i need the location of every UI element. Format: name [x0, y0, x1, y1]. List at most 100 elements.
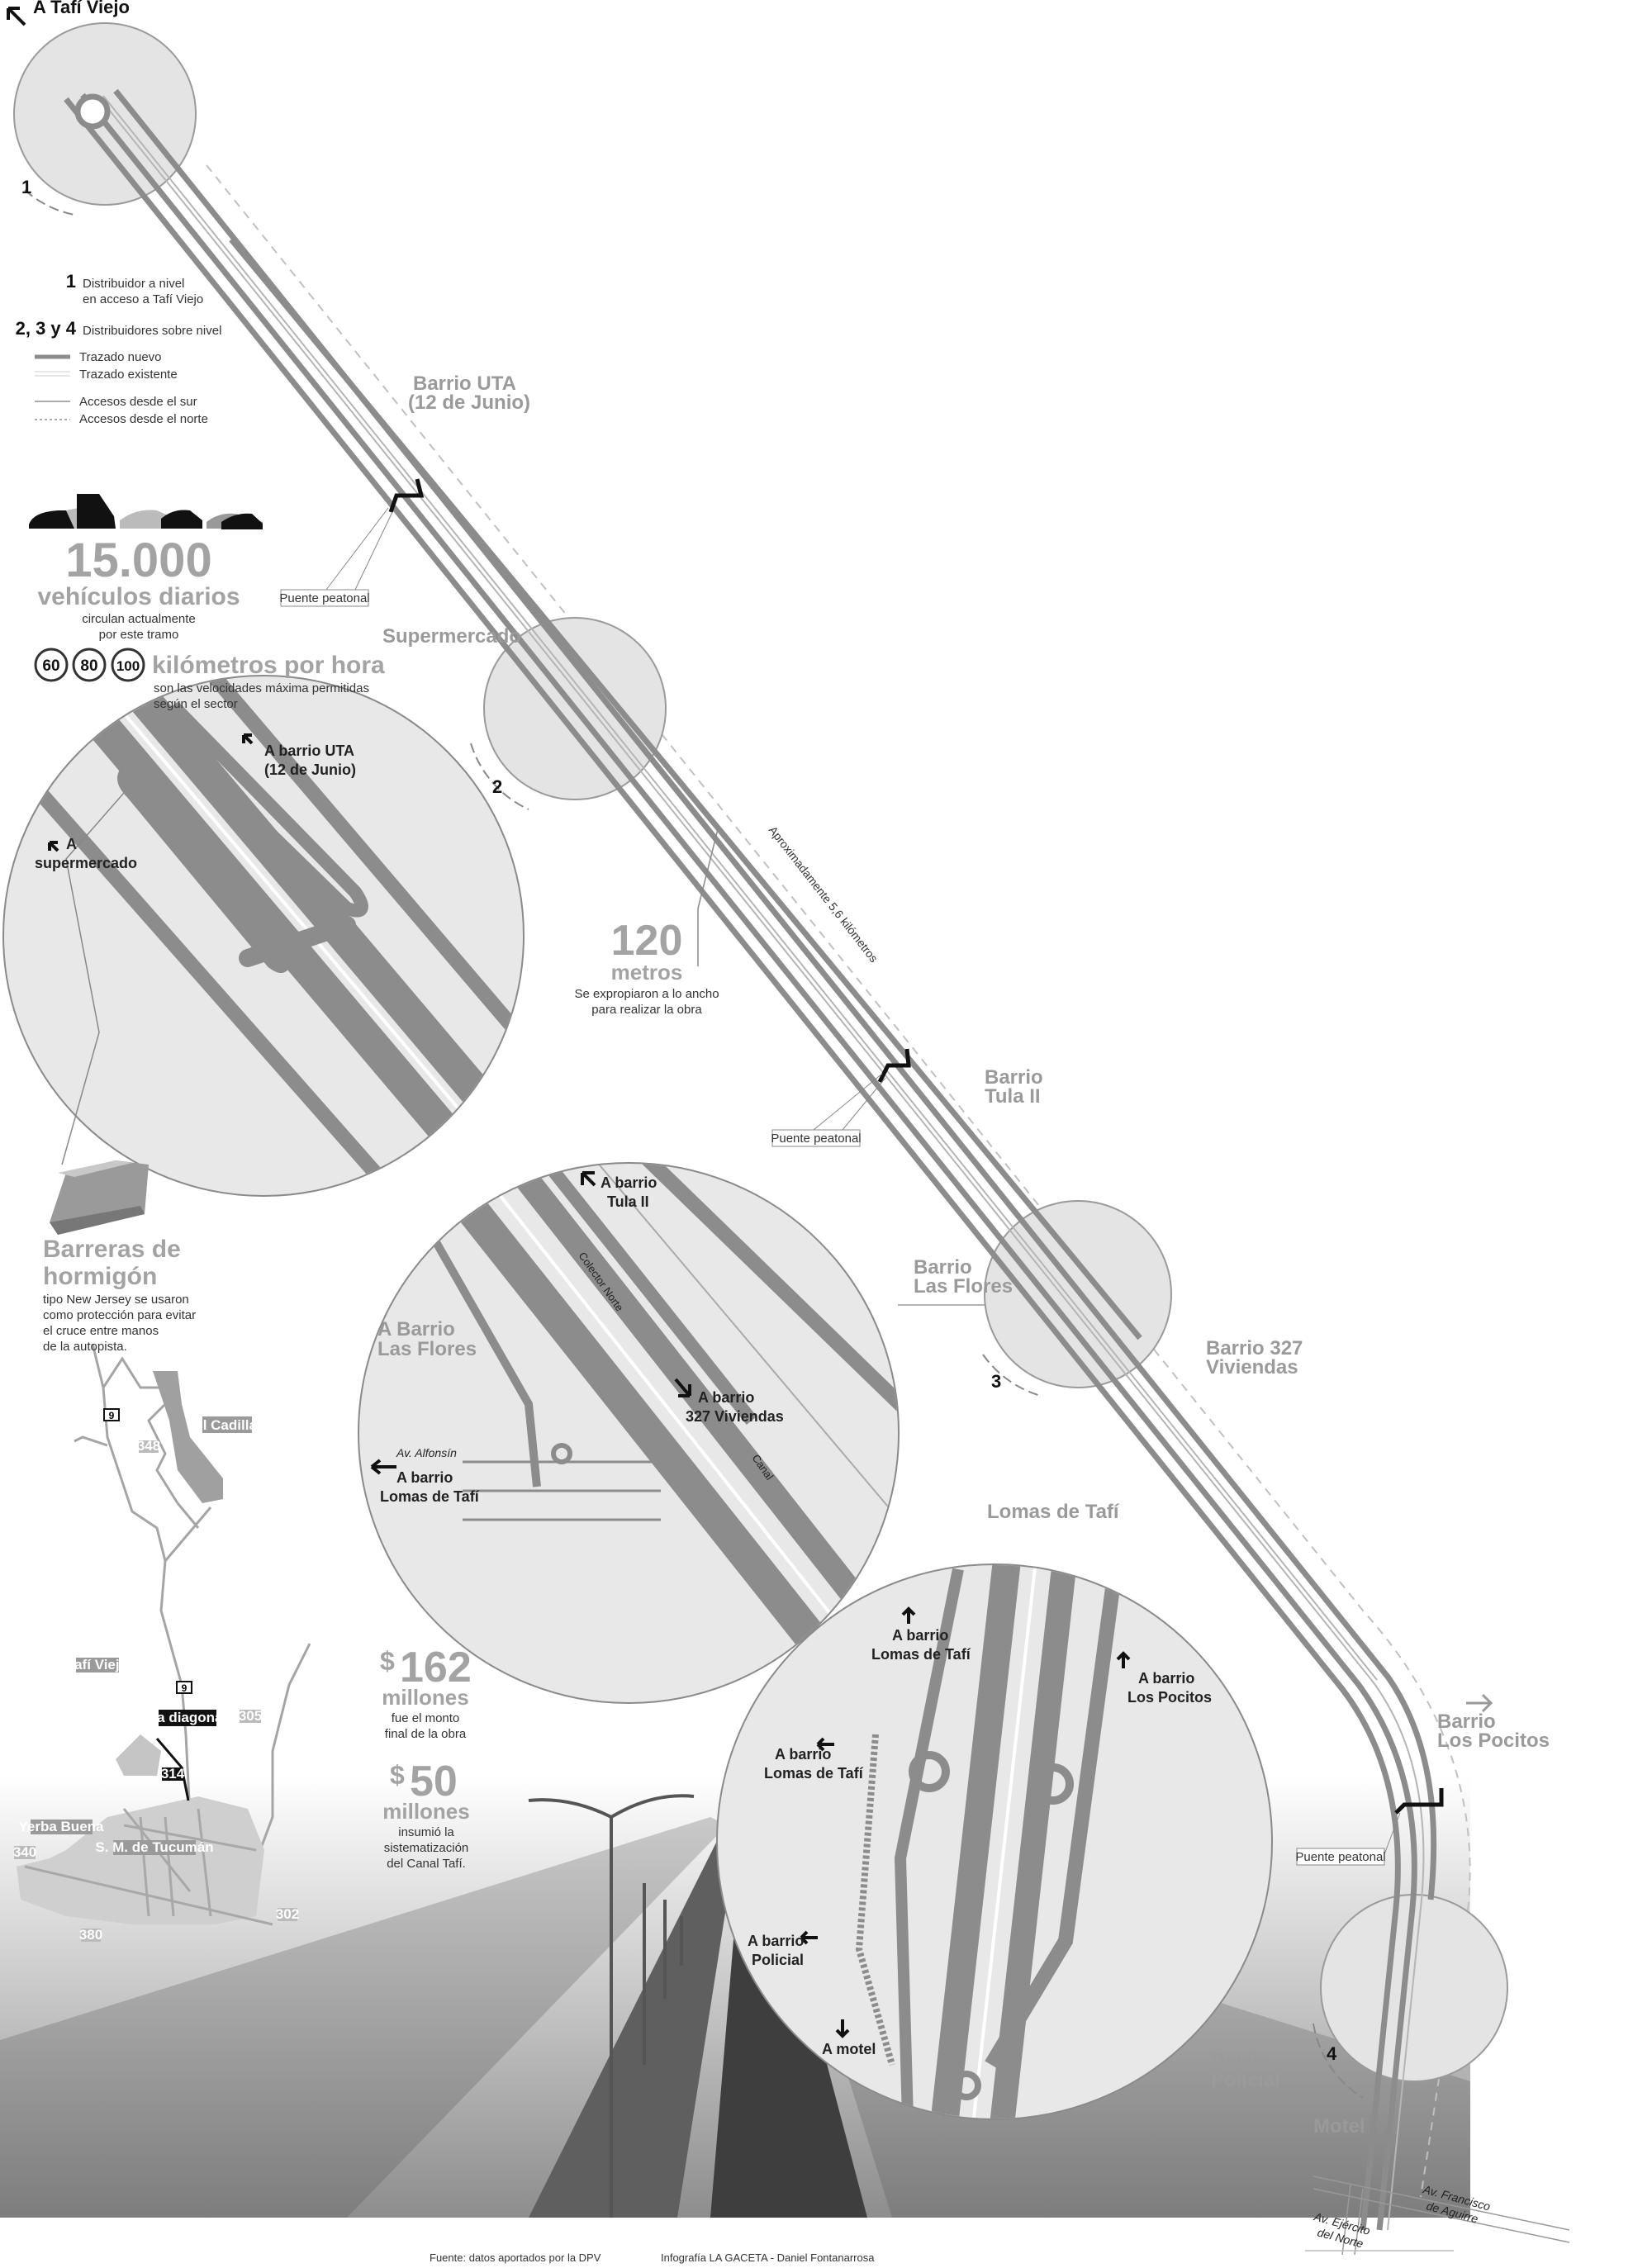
footer-credit: Infografía LA GACETA - Daniel Fontanarro…	[661, 2251, 875, 2264]
label-puente-peatonal-1: Puente peatonal	[279, 591, 369, 605]
label-puente-peatonal-3: Puente peatonal	[1295, 1850, 1385, 1864]
speed-unit: kilómetros por hora	[152, 652, 385, 679]
canal-unit: millones	[382, 1799, 469, 1824]
route-348-shield: 348	[137, 1438, 160, 1454]
label-327-viviendas-2: Viviendas	[1206, 1356, 1298, 1378]
speed-limit-signs: 60 80 100	[34, 648, 145, 682]
detail-c-policial-2: Policial	[752, 1952, 804, 1968]
new-jersey-barrier-illustration	[50, 1160, 149, 1235]
canal-currency: $	[390, 1760, 405, 1790]
label-sm-tucuman: S. M. de Tucumán	[95, 1839, 213, 1855]
route-340-shield: 340	[13, 1844, 36, 1860]
legend: 1 Distribuidor a nivel en acceso a Tafí …	[16, 271, 222, 426]
legend-num-1: 1	[66, 271, 76, 292]
canal-desc-2: sistematización	[384, 1841, 469, 1855]
detail-a-uta-2: (12 de Junio)	[264, 762, 356, 778]
label-motel: Motel	[1313, 2115, 1365, 2138]
detail-b-lomas-1: A barrio	[396, 1469, 453, 1486]
detail-c-lomas-b-2: Lomas de Tafí	[764, 1765, 864, 1782]
speed-desc-2: según el sector	[154, 697, 238, 711]
barrier-title-1: Barreras de	[43, 1236, 181, 1263]
legend-item1-line1: Distribuidor a nivel	[83, 277, 184, 291]
label-barrio-uta-2: (12 de Junio)	[408, 391, 530, 414]
detail-a-super-2: supermercado	[35, 855, 137, 871]
detail-c-lomas-a-1: A barrio	[892, 1627, 948, 1644]
detail-b-tula-1: A barrio	[601, 1174, 657, 1191]
barrier-desc-2: como protección para evitar	[43, 1308, 196, 1322]
label-policial-2: Policial	[1211, 2069, 1280, 2091]
cost-desc-1: fue el monto	[392, 1711, 460, 1725]
legend-north-access: Accesos desde el norte	[79, 412, 208, 426]
detail-b-flores-1: A Barrio	[377, 1318, 455, 1340]
width-desc-2: para realizar la obra	[591, 1003, 702, 1017]
detail-b-viv-1: A barrio	[698, 1389, 754, 1406]
route-9-shield-north: 9	[109, 1410, 115, 1421]
arrow-to-los-pocitos-icon	[1466, 1693, 1493, 1713]
label-327-viviendas-1: Barrio 327	[1206, 1337, 1303, 1359]
label-tula-1: Barrio	[985, 1066, 1043, 1089]
barrier-desc-1: tipo New Jersey se usaron	[43, 1293, 189, 1307]
label-lomas-de-tafi: Lomas de Tafí	[987, 1501, 1120, 1523]
cars-icon	[29, 494, 263, 529]
label-la-diagonal: La diagonal	[149, 1710, 226, 1725]
route-9-shield-south: 9	[182, 1682, 188, 1694]
distributor-number-3: 3	[991, 1371, 1001, 1392]
label-las-flores-2: Las Flores	[914, 1275, 1013, 1298]
vehicles-desc-1: circulan actualmente	[82, 612, 196, 626]
distributor-number-1: 1	[21, 177, 31, 197]
detail-c-pocitos-1: A barrio	[1138, 1670, 1194, 1687]
width-value: 120	[611, 917, 683, 965]
barrier-desc-3: el cruce entre manos	[43, 1324, 159, 1338]
label-a-tafi-viejo: A Tafí Viejo	[33, 0, 130, 17]
label-distance: Aproximadamente 5,6 kilómetros	[767, 823, 881, 965]
label-tafi-viejo-map: Tafí Viejo	[67, 1657, 128, 1673]
detail-c-policial-1: A barrio	[748, 1933, 804, 1949]
label-policial-1: Barrio	[1211, 2050, 1270, 2072]
legend-num-234: 2, 3 y 4	[16, 318, 77, 339]
speed-desc-1: son las velocidades máxima permitidas	[154, 681, 369, 695]
width-desc-1: Se expropiaron a lo ancho	[574, 987, 719, 1001]
detail-b-av-alfonsin: Av. Alfonsín	[396, 1446, 457, 1459]
cost-unit: millones	[382, 1685, 468, 1710]
detail-a-super-1: A	[66, 836, 77, 852]
speed-80: 80	[80, 657, 97, 675]
vehicles-value: 15.000	[65, 534, 211, 587]
speed-60: 60	[42, 657, 59, 675]
detail-c-lomas-a-2: Lomas de Tafí	[871, 1646, 971, 1663]
arrow-to-tafi-viejo-icon	[7, 7, 26, 26]
route-302-shield: 302	[276, 1906, 299, 1922]
route-314-shield: 314	[161, 1766, 185, 1782]
detail-b-tula-2: Tula II	[607, 1193, 649, 1210]
label-el-cadillal: El Cadillal	[193, 1417, 260, 1433]
barrier-title-2: hormigón	[43, 1263, 157, 1290]
route-305-shield: 305	[239, 1708, 262, 1724]
speed-100: 100	[116, 658, 140, 674]
legend-new-route: Trazado nuevo	[79, 350, 162, 364]
label-supermercado: Supermercado	[382, 625, 521, 648]
detail-b-flores-2: Las Flores	[377, 1338, 477, 1360]
detail-c-pocitos-2: Los Pocitos	[1127, 1689, 1212, 1706]
detail-c-motel: A motel	[822, 2041, 876, 2057]
width-unit: metros	[611, 960, 683, 985]
cost-value: 162	[400, 1644, 472, 1692]
detail-c-lomas-b-1: A barrio	[775, 1746, 831, 1763]
route-380-shield: 380	[79, 1927, 102, 1943]
legend-south-access: Accesos desde el sur	[79, 395, 197, 409]
detail-circle-las-flores	[358, 1162, 900, 1704]
legend-existing-route: Trazado existente	[79, 368, 178, 382]
footer-source: Fuente: datos aportados por la DPV	[430, 2251, 601, 2264]
vehicles-desc-2: por este tramo	[99, 628, 179, 642]
cost-desc-2: final de la obra	[385, 1727, 467, 1741]
vehicles-unit: vehículos diarios	[37, 583, 240, 610]
distributor-number-2: 2	[492, 776, 502, 797]
label-las-flores-1: Barrio	[914, 1256, 972, 1279]
canal-desc-3: del Canal Tafí.	[387, 1857, 466, 1871]
legend-item2-text: Distribuidores sobre nivel	[83, 324, 221, 338]
detail-b-lomas-2: Lomas de Tafí	[380, 1488, 480, 1505]
main-highway	[64, 88, 1437, 2231]
detail-circle-los-pocitos	[716, 1563, 1273, 2120]
cost-currency: $	[380, 1646, 395, 1676]
label-barrio-uta-1: Barrio UTA	[413, 372, 516, 395]
label-yerba-buena: Yerba Buena	[19, 1819, 105, 1834]
